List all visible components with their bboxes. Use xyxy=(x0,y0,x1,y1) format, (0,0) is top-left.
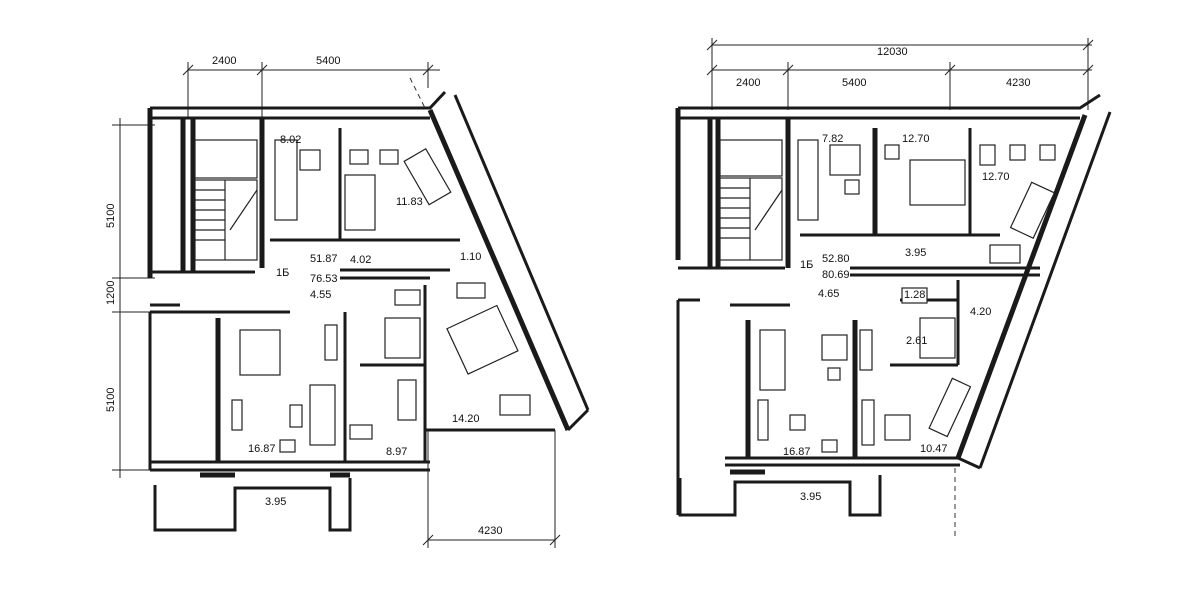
furniture-left xyxy=(231,139,531,453)
area-bath-left: 8.97 xyxy=(386,446,407,458)
area-corridor-left: 4.55 xyxy=(310,289,331,301)
dimension-top-left: 2400 5400 xyxy=(182,55,440,118)
plan-left: 2400 5400 5100 1200 5100 xyxy=(105,55,590,548)
plan-right: 12030 2400 5400 4230 xyxy=(675,38,1112,540)
dim-2400-left: 2400 xyxy=(212,55,236,67)
room-labels-right: 7.82 12.70 12.70 3.95 52.80 80.69 4.65 1… xyxy=(783,133,1010,503)
area-room-bl-left: 16.87 xyxy=(248,443,276,455)
section-mark-left: 1Б xyxy=(276,267,289,279)
area-closet-right: 4.20 xyxy=(970,306,991,318)
dim-12030: 12030 xyxy=(877,46,908,58)
area-room-br-left: 14.20 xyxy=(452,413,480,425)
area-loggia-left: 3.95 xyxy=(265,496,286,508)
room-labels-left: 8.02 11.83 4.02 1.10 51.87 76.53 4.55 16… xyxy=(248,134,481,508)
area-room-bl-right: 16.87 xyxy=(783,446,811,458)
dim-5100-top: 5100 xyxy=(105,204,117,228)
area-living-left: 51.87 xyxy=(310,253,338,265)
staircase-left xyxy=(194,139,258,261)
area-hall-left: 4.02 xyxy=(350,254,371,266)
area-bath-right: 2.61 xyxy=(906,335,927,347)
area-corridor-right: 4.65 xyxy=(818,288,839,300)
dim-2400-right: 2400 xyxy=(736,77,760,89)
area-small-left: 1.10 xyxy=(460,251,481,263)
furniture-right xyxy=(757,139,1056,453)
dim-5100-bottom: 5100 xyxy=(105,388,117,412)
area-wc-right: 1.28 xyxy=(904,289,925,301)
dimension-top-right: 12030 2400 5400 4230 xyxy=(706,38,1094,110)
walls-left-plan xyxy=(147,90,590,532)
area-living-right: 52.80 xyxy=(822,253,850,265)
dimension-bottom-right: 4230 xyxy=(422,430,561,548)
area-loggia-right: 3.95 xyxy=(800,491,821,503)
dim-1200: 1200 xyxy=(105,281,117,305)
dim-4230-left: 4230 xyxy=(478,525,502,537)
area-room-a-right: 12.70 xyxy=(902,133,930,145)
area-room-br-right: 10.47 xyxy=(920,443,948,455)
area-hall-right: 3.95 xyxy=(905,247,926,259)
area-kitchen-right: 7.82 xyxy=(822,133,843,145)
dim-4230-right: 4230 xyxy=(1006,77,1030,89)
dim-5400-left: 5400 xyxy=(316,55,340,67)
walls-right-plan xyxy=(675,93,1112,517)
dim-5400-right: 5400 xyxy=(842,77,866,89)
section-mark-right: 1Б xyxy=(800,259,813,271)
staircase-right xyxy=(719,139,783,261)
area-room-tr-left: 11.83 xyxy=(396,196,423,208)
area-room-b-right: 12.70 xyxy=(982,171,1010,183)
area-total-right: 80.69 xyxy=(822,269,850,281)
area-kitchen-left: 8.02 xyxy=(280,134,301,146)
area-total-left: 76.53 xyxy=(310,273,338,285)
